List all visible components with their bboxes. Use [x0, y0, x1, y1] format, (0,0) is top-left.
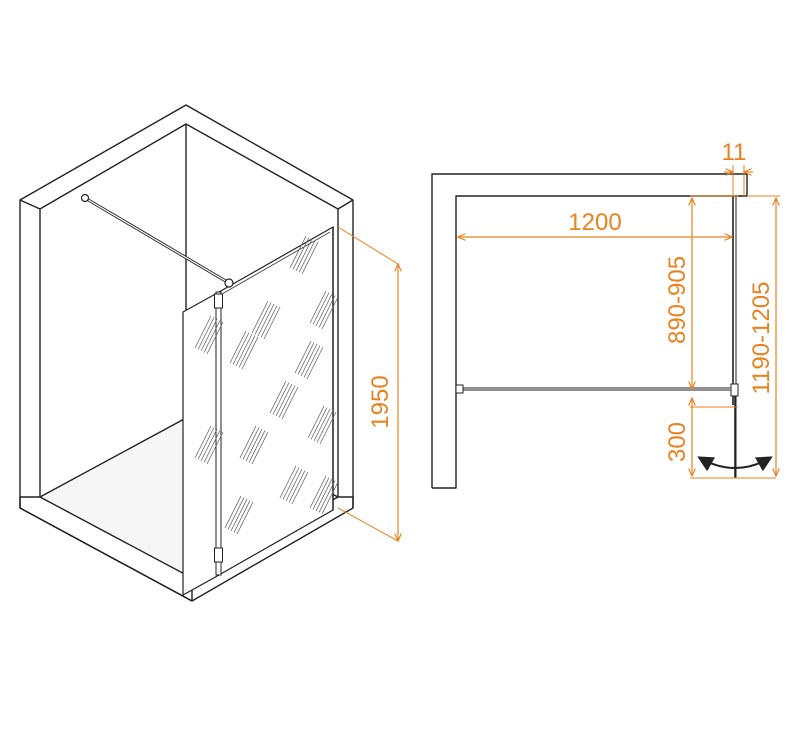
glass-streak: [236, 501, 254, 535]
glass-streak: [245, 428, 263, 462]
glass-streak: [321, 296, 339, 330]
glass-streak: [227, 497, 245, 530]
glass-streak: [197, 427, 215, 460]
glass-streak: [318, 295, 336, 328]
depth-label: 1190-1205: [748, 282, 775, 395]
width-label: 1200: [568, 209, 621, 236]
plan-view: 1200 11 890-905 300 1190-1205: [431, 139, 780, 489]
glass-streak: [200, 428, 218, 462]
plan-hinge: [730, 383, 739, 397]
glass-streak: [194, 315, 212, 349]
glass-streak: [257, 303, 275, 337]
glass-streak: [300, 343, 318, 377]
glass-streak: [239, 425, 257, 459]
glass-streak: [297, 342, 315, 375]
glass-streak: [306, 346, 324, 380]
glass-streak: [203, 430, 221, 463]
glass-streak: [301, 241, 319, 275]
glass-streak: [319, 411, 337, 445]
glass-streak: [294, 340, 312, 374]
glass-streak: [194, 425, 212, 459]
isometric-view: 1950: [19, 104, 398, 602]
profile-label: 11: [722, 139, 747, 166]
glass-streak: [285, 468, 303, 502]
glass-streak: [269, 380, 287, 414]
glass-streak: [224, 495, 242, 529]
glass-streak: [241, 336, 259, 370]
glass-streak: [229, 330, 247, 364]
brace-dimension: 890-905: [664, 195, 738, 408]
glass-streak: [238, 335, 256, 368]
glass-streak: [295, 238, 313, 272]
glass-streak: [318, 480, 336, 513]
glass-streak: [281, 386, 299, 420]
hinge-bottom: [214, 547, 223, 563]
glass-streak: [235, 333, 253, 367]
glass-streak: [263, 306, 281, 340]
swing-label: 300: [664, 422, 691, 462]
base-plinth: [19, 496, 354, 602]
glass-texture: [194, 235, 339, 535]
glass-streak: [289, 235, 307, 269]
brace-label: 890-905: [664, 256, 691, 344]
glass-streak: [230, 498, 248, 532]
glass-streak: [251, 431, 269, 465]
depth-dimension: 1190-1205: [747, 195, 780, 476]
wall-outer-outline: [19, 104, 354, 508]
glass-streak: [251, 300, 269, 334]
glass-streak: [275, 383, 293, 417]
glass-streak: [206, 431, 224, 465]
glass-streak: [313, 408, 331, 442]
height-label: 1950: [367, 375, 394, 428]
glass-streak: [321, 481, 339, 515]
glass-streak: [309, 290, 327, 324]
glass-streak: [312, 477, 330, 510]
glass-streak: [298, 240, 316, 273]
glass-streak: [232, 332, 250, 365]
bar-glass-clamp: [224, 278, 234, 288]
swing-arrow-icon: [697, 456, 773, 472]
glass-streak: [312, 292, 330, 325]
width-dimension: 1200: [458, 209, 732, 237]
glass-streak: [197, 317, 215, 350]
glass-streak: [303, 345, 321, 378]
glass-streak: [203, 320, 221, 353]
glass-streak: [282, 467, 300, 500]
glass-streak: [200, 318, 218, 352]
glass-streak: [315, 293, 333, 327]
glass-streak: [315, 478, 333, 512]
swing-dimension: 300: [664, 398, 776, 479]
glass-streak: [309, 475, 327, 509]
glass-streak: [254, 302, 272, 335]
glass-streak: [307, 405, 325, 439]
glass-streak: [288, 470, 306, 503]
bar-wall-mount: [80, 193, 90, 203]
glass-streak: [316, 410, 334, 443]
glass-streak: [291, 471, 309, 505]
glass-streak: [242, 427, 260, 460]
glass-streak: [292, 237, 310, 270]
glass-streak: [278, 385, 296, 418]
glass-streak: [248, 430, 266, 463]
glass-streak: [206, 321, 224, 355]
glass-streak: [272, 382, 290, 415]
glass-streak: [279, 465, 297, 499]
profile-dimension: 11: [722, 139, 753, 196]
glass-streak: [310, 407, 328, 440]
glass-streak: [260, 305, 278, 338]
hinge-top: [214, 293, 223, 309]
height-dimension: 1950: [337, 226, 398, 541]
glass-streak: [233, 500, 251, 533]
